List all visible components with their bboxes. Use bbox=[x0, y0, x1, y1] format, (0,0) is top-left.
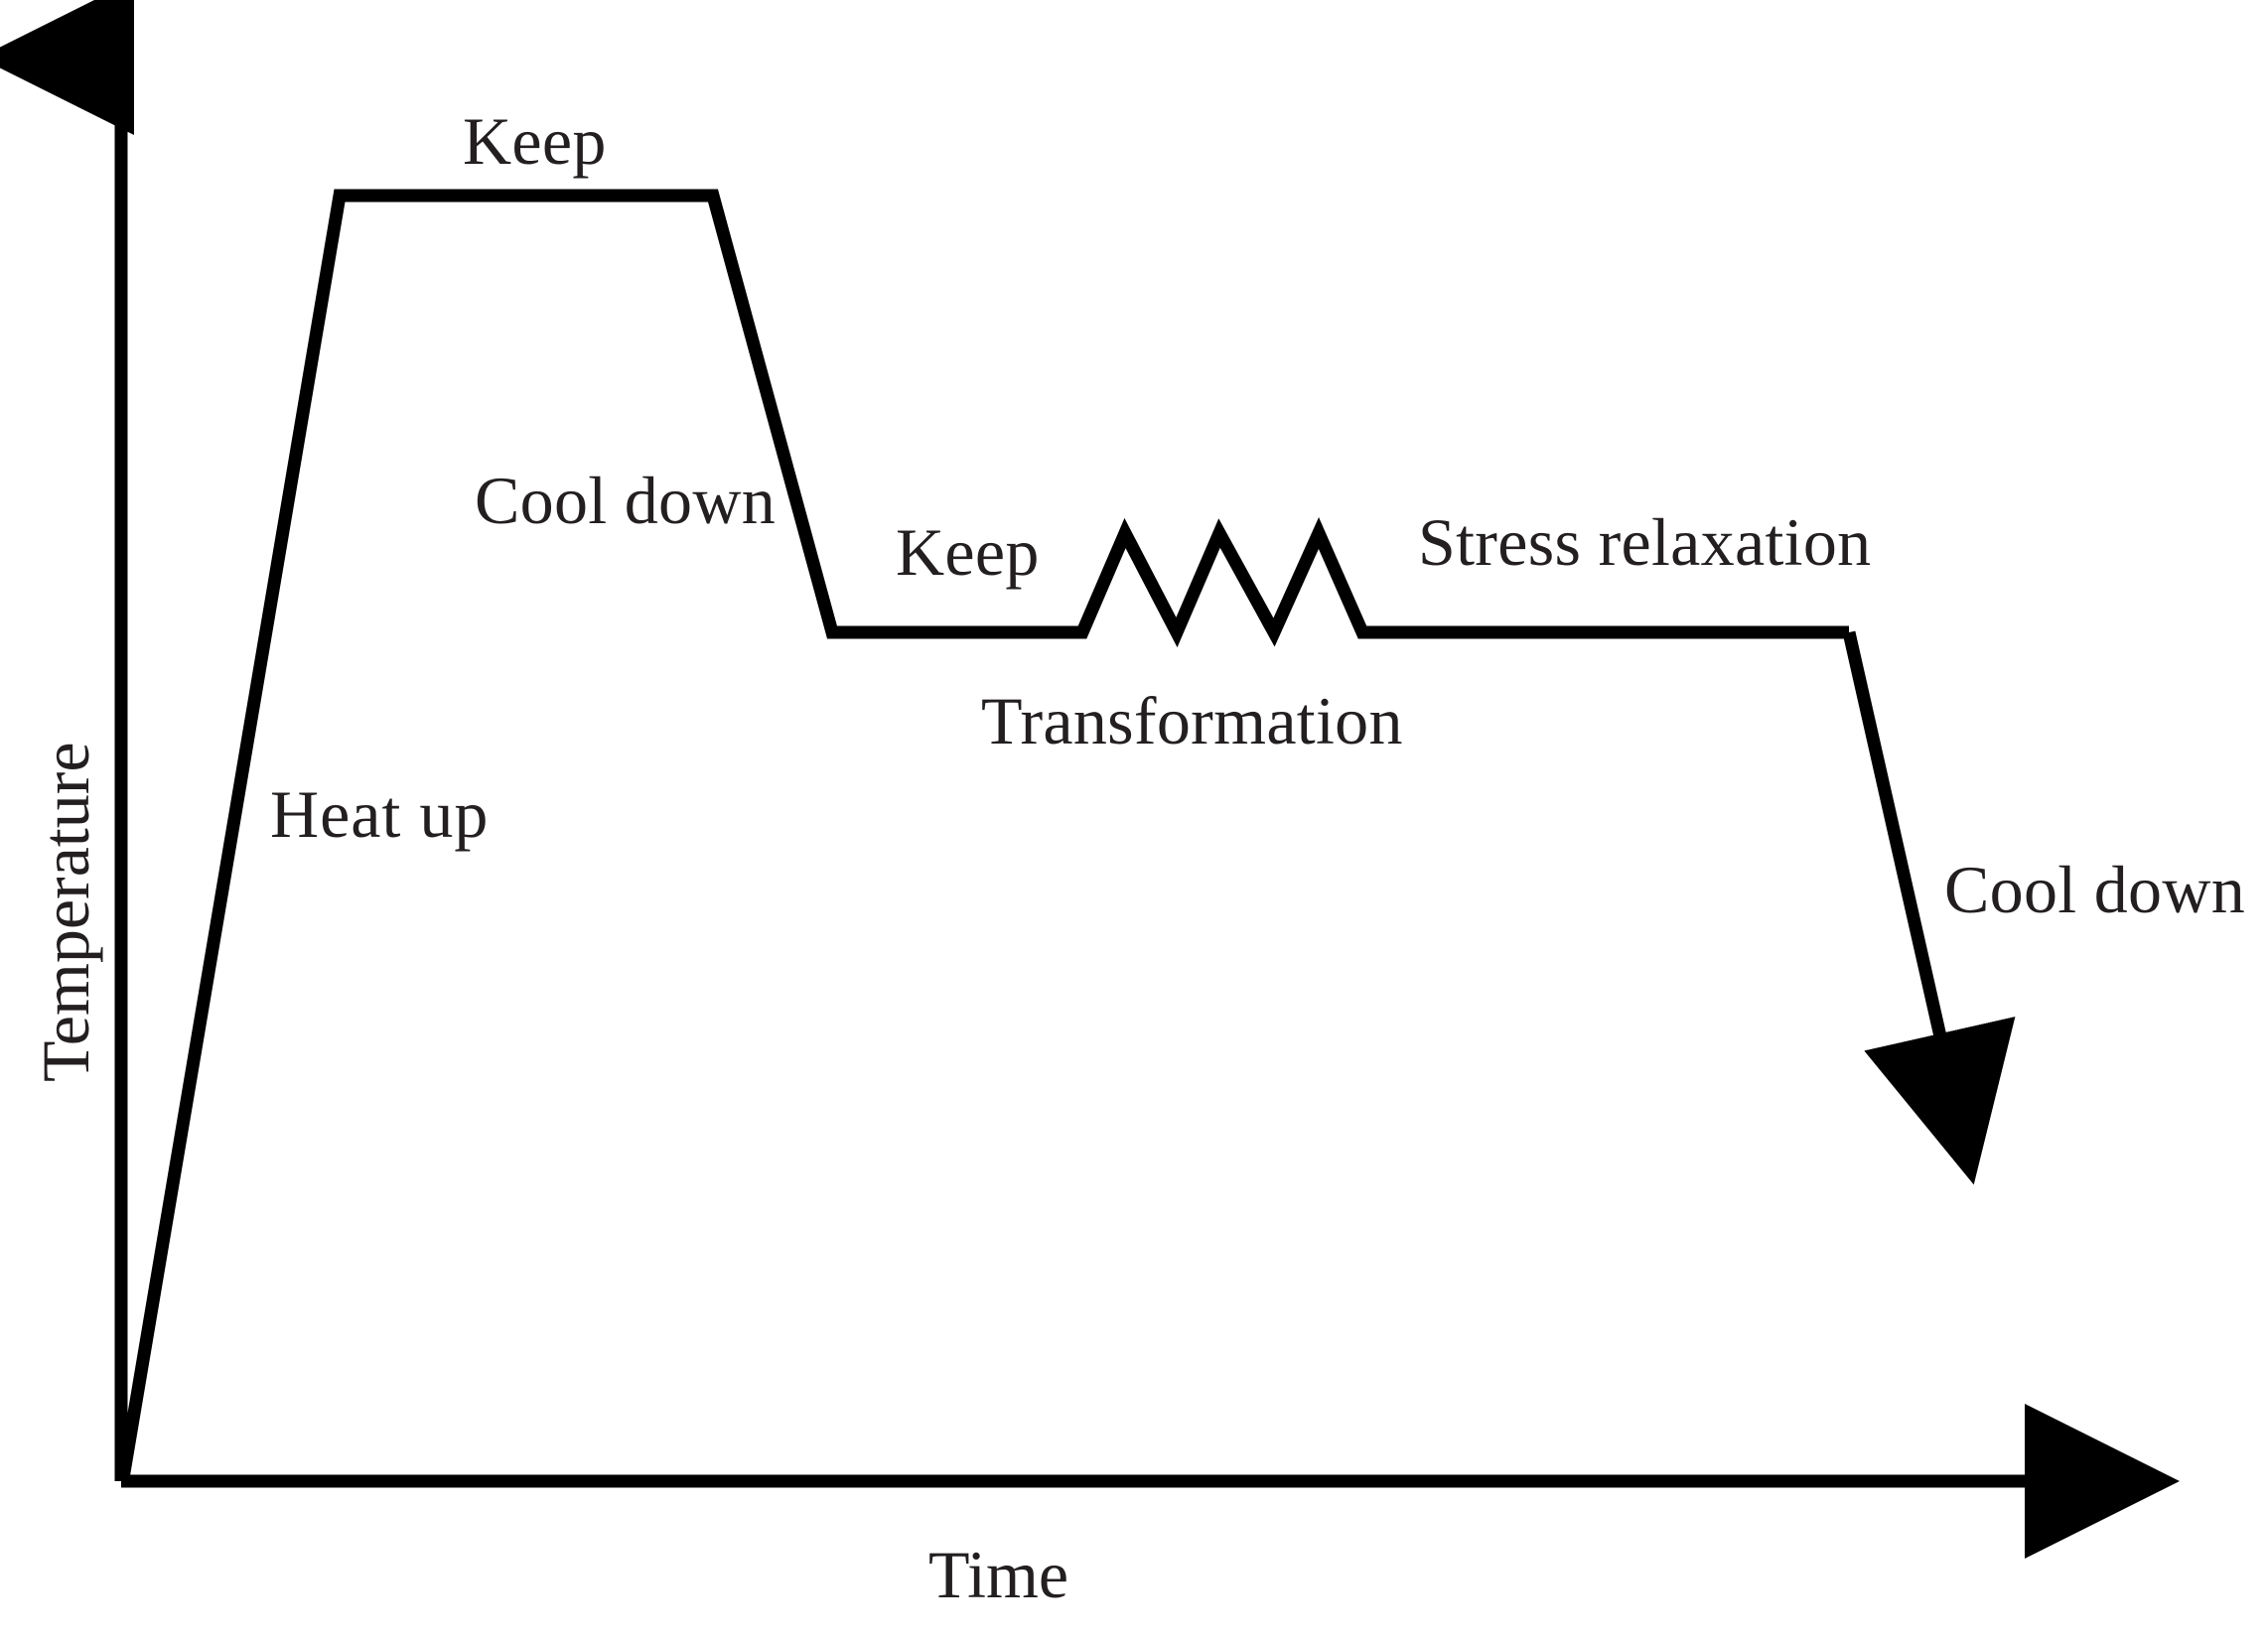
annotation-keep-low: Keep bbox=[896, 514, 1040, 590]
y-axis-title-wrapper: Temperature bbox=[14, 526, 103, 1082]
annotation-stress-relaxation: Stress relaxation bbox=[1418, 504, 1872, 580]
x-axis-title: Time bbox=[928, 1537, 1069, 1612]
final-cool-down-arrow bbox=[1842, 630, 2016, 1185]
annotation-transformation: Transformation bbox=[981, 683, 1403, 758]
annotation-keep-high: Keep bbox=[463, 103, 607, 179]
annotation-cool-down-first: Cool down bbox=[475, 463, 777, 538]
annotation-heat-up: Heat up bbox=[270, 776, 490, 852]
annotation-cool-down-final: Cool down bbox=[1944, 852, 2246, 927]
thermal-cycle-curve bbox=[116, 189, 1849, 1480]
y-axis-title: Temperature bbox=[28, 742, 103, 1082]
